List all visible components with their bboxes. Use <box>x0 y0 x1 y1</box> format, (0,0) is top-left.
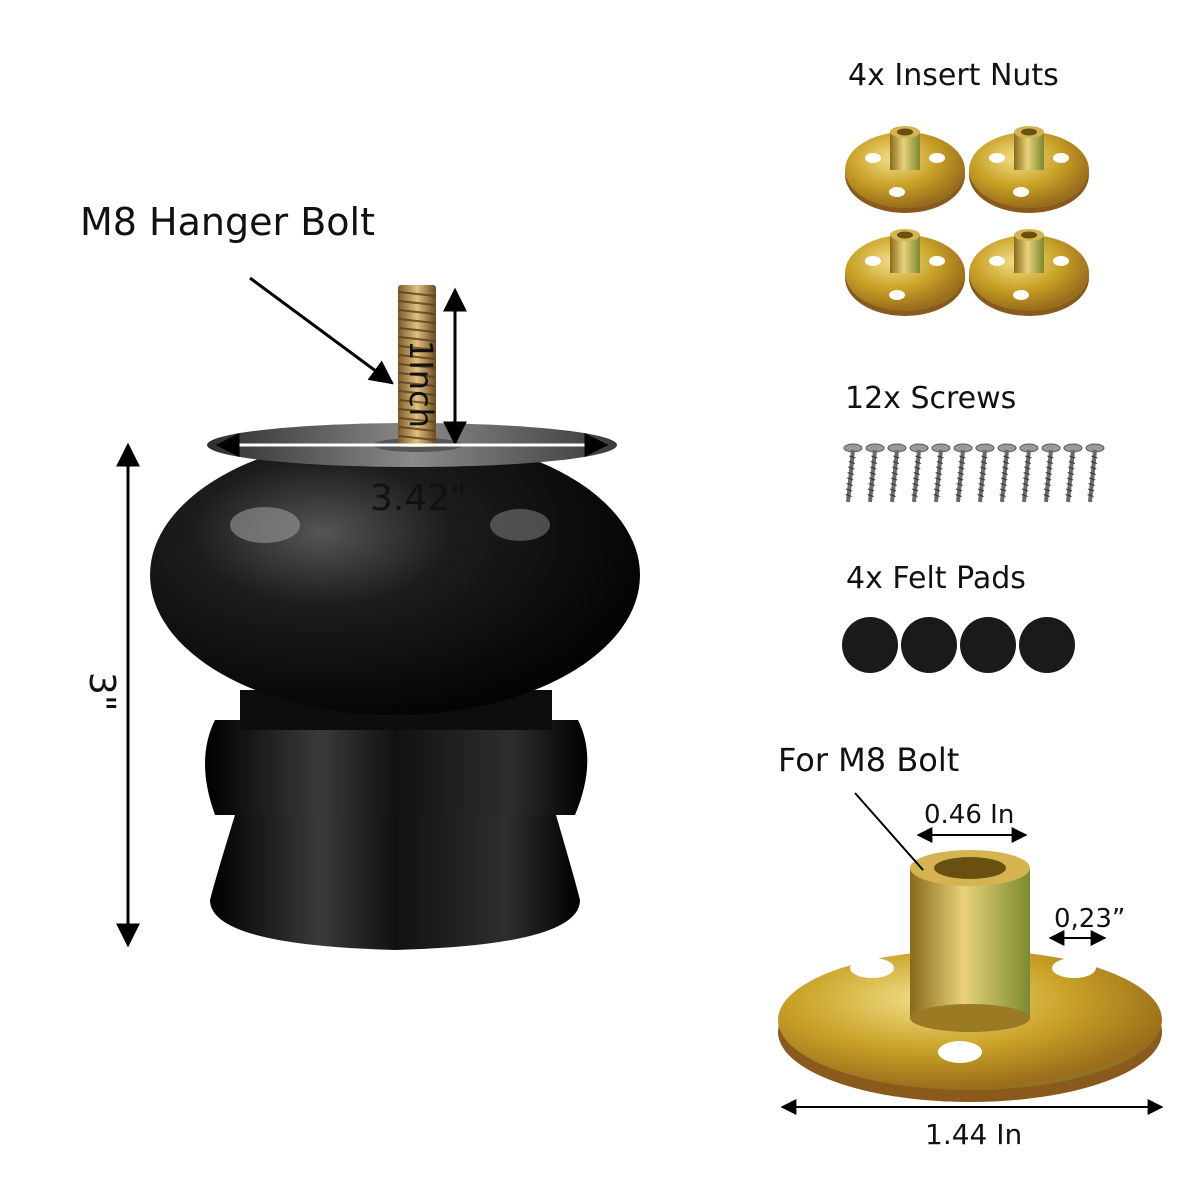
screw <box>1085 443 1105 503</box>
screw <box>843 443 863 503</box>
insert-nut-detail <box>778 850 1162 1102</box>
hole-diameter-label: 0,23” <box>1054 904 1126 934</box>
felt-pad <box>960 617 1016 673</box>
screw <box>1041 443 1061 503</box>
screw <box>1019 443 1039 503</box>
leg-ring <box>205 720 588 815</box>
felt-pads-group <box>842 617 1075 673</box>
insert-nut <box>969 229 1089 316</box>
height-label: 3" <box>81 672 122 712</box>
insert-nuts-label: 4x Insert Nuts <box>848 58 1059 93</box>
screw <box>887 443 907 503</box>
nut-barrel-bottom <box>910 1004 1030 1032</box>
felt-pad <box>901 617 957 673</box>
screw <box>975 443 995 503</box>
leg-foot <box>210 815 580 950</box>
bolt-pointer-arrow <box>249 276 394 385</box>
insert-nut <box>969 126 1089 213</box>
screw <box>1063 443 1083 503</box>
screw <box>909 443 929 503</box>
insert-nut <box>845 229 965 316</box>
felt-pad <box>1019 617 1075 673</box>
bolt-label: M8 Hanger Bolt <box>80 200 375 244</box>
hanger-bolt <box>398 285 436 447</box>
nut-detail-title: For M8 Bolt <box>778 741 960 779</box>
screw <box>997 443 1017 503</box>
leg-bulb <box>150 435 640 715</box>
top-diameter-label: 3.42" <box>370 478 467 519</box>
screws-group <box>843 443 1105 503</box>
plate-hole <box>850 958 894 978</box>
screw <box>865 443 885 503</box>
plate-diameter-label: 1.44 In <box>925 1118 1023 1151</box>
plate-hole <box>1052 958 1096 978</box>
nut-pointer-line <box>854 792 924 871</box>
screw <box>931 443 951 503</box>
felt-pad <box>842 617 898 673</box>
insert-nuts-group <box>845 126 1089 316</box>
nut-barrel <box>910 868 1030 1018</box>
screws-label: 12x Screws <box>845 381 1017 416</box>
plate-hole <box>938 1041 982 1063</box>
screw <box>953 443 973 503</box>
leg-highlight <box>490 509 550 541</box>
nut-thread-hole <box>934 857 1006 879</box>
inner-diameter-label: 0.46 In <box>924 800 1015 830</box>
leg-highlight <box>230 507 300 543</box>
insert-nut <box>845 126 965 213</box>
bolt-length-label: 1Inch <box>402 340 440 428</box>
felt-pads-label: 4x Felt Pads <box>846 561 1026 596</box>
